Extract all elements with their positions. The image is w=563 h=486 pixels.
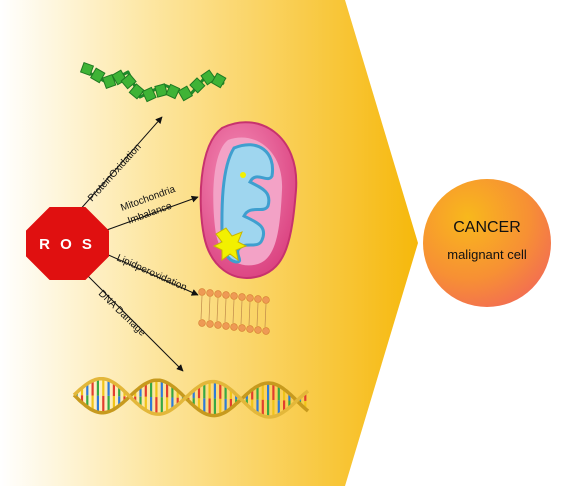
dna-helix-icon (72, 376, 310, 419)
damage-burst-icon (212, 227, 248, 262)
ros-label: R O S (39, 236, 95, 253)
lipid-bilayer-icon (198, 288, 270, 335)
mitochondria-icon (199, 121, 298, 279)
arrow-lipid (103, 252, 199, 296)
cancer-cell: CANCER malignant cell (423, 179, 551, 307)
cancer-subtitle: malignant cell (447, 247, 527, 262)
arrow-mitochondria (103, 195, 199, 232)
protein-helix-icon (79, 61, 227, 103)
arrows (77, 116, 199, 372)
arrow-dna (87, 275, 184, 372)
cancer-title: CANCER (453, 219, 521, 236)
ros-octagon: R O S (26, 207, 109, 280)
arrow-protein-oxidation (77, 116, 163, 213)
